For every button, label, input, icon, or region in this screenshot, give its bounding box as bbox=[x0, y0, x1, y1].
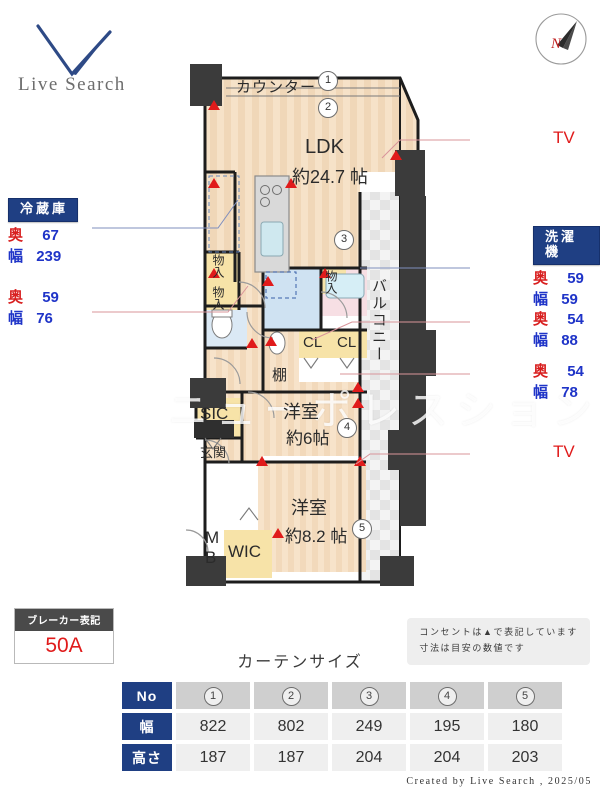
table-row-width: 幅 822 802 249 195 180 bbox=[122, 713, 562, 740]
curtain-no-5: 5 bbox=[515, 686, 535, 706]
callout-washer: 洗濯機 奥 59 幅 59 bbox=[533, 226, 600, 310]
curtain-no-cell: 2 bbox=[254, 682, 328, 709]
row-header-height: 高さ bbox=[122, 744, 172, 771]
washer-depth-key: 奥 bbox=[533, 269, 550, 287]
washer3-width-key: 幅 bbox=[533, 383, 550, 401]
wic-closet bbox=[224, 530, 272, 578]
curtain-height-4: 204 bbox=[410, 744, 484, 771]
curtain-width-1: 822 bbox=[176, 713, 250, 740]
curtain-no-cell: 3 bbox=[332, 682, 406, 709]
callout-fridge-title: 冷蔵庫 bbox=[8, 198, 79, 222]
curtain-width-3: 249 bbox=[332, 713, 406, 740]
column-top-left bbox=[190, 64, 222, 106]
callout-washer-title: 洗濯機 bbox=[533, 226, 600, 265]
floor-plan-drawing bbox=[185, 64, 436, 586]
logo-checkmark-icon bbox=[36, 24, 112, 77]
washer-depth-value: 59 bbox=[567, 269, 584, 287]
washer-width-value: 59 bbox=[561, 290, 578, 308]
curtain-no-1: 1 bbox=[203, 686, 223, 706]
breaker-value: 50A bbox=[45, 634, 83, 657]
note-line-1: コンセントは▲で表記しています bbox=[419, 627, 578, 637]
storage-closet-1 bbox=[205, 252, 239, 310]
callout-fridge: 冷蔵庫 奥 67 幅 239 bbox=[8, 198, 79, 267]
curtain-height-3: 204 bbox=[332, 744, 406, 771]
curtain-height-2: 187 bbox=[254, 744, 328, 771]
curtain-height-1: 187 bbox=[176, 744, 250, 771]
kitchen-unit bbox=[254, 175, 290, 273]
fridge2-depth-value: 59 bbox=[42, 289, 59, 306]
fridge-space bbox=[208, 175, 240, 253]
table-row-no: No 1 2 3 4 5 bbox=[122, 682, 562, 709]
washer2-width-value: 88 bbox=[561, 331, 578, 349]
table-row-height: 高さ 187 187 204 204 203 bbox=[122, 744, 562, 771]
fridge-depth-key: 奥 bbox=[8, 226, 25, 244]
outlet-markers bbox=[208, 100, 402, 538]
curtain-size-title: カーテンサイズ bbox=[237, 654, 363, 671]
fridge-width-key: 幅 bbox=[8, 247, 25, 265]
curtain-no-4: 4 bbox=[437, 686, 457, 706]
curtain-size-table: No 1 2 3 4 5 幅 822 802 249 195 180 高さ 18… bbox=[118, 678, 566, 775]
washer3-depth-value: 54 bbox=[567, 363, 584, 380]
washer-width-key: 幅 bbox=[533, 290, 550, 308]
curtain-no-3: 3 bbox=[359, 686, 379, 706]
logo-text: Live Search bbox=[18, 74, 126, 95]
callout-tv-bottom: TV bbox=[553, 442, 575, 461]
curtain-no-cell: 4 bbox=[410, 682, 484, 709]
column-bottom-left bbox=[186, 556, 226, 586]
curtain-no-2: 2 bbox=[281, 686, 301, 706]
callout-tv-top: TV bbox=[553, 128, 575, 147]
column-bottom-right bbox=[380, 556, 414, 586]
credit-text: Created by Live Search , 2025/05 bbox=[406, 776, 592, 787]
bedroom-8-floor bbox=[258, 462, 366, 572]
breaker-box: ブレーカー表記 50A bbox=[14, 608, 114, 664]
compass-north-label: N bbox=[550, 36, 562, 52]
cl-closets bbox=[299, 330, 367, 358]
curtain-width-2: 802 bbox=[254, 713, 328, 740]
washer2-depth-value: 54 bbox=[567, 311, 584, 328]
closet-markers bbox=[204, 357, 355, 521]
column-mid-right bbox=[400, 330, 436, 376]
legend-note: コンセントは▲で表記しています 寸法は目安の数値です bbox=[407, 618, 590, 665]
door-swings bbox=[185, 281, 348, 553]
curtain-height-5: 203 bbox=[488, 744, 562, 771]
logo: Live Search bbox=[10, 14, 180, 95]
row-header-width: 幅 bbox=[122, 713, 172, 740]
fridge-depth-value: 67 bbox=[42, 226, 59, 244]
curtain-width-5: 180 bbox=[488, 713, 562, 740]
bath-area bbox=[263, 268, 321, 330]
row-header-no: No bbox=[122, 682, 172, 709]
callout-fridge-second: 奥 59 幅 76 bbox=[8, 288, 59, 329]
curtain-width-4: 195 bbox=[410, 713, 484, 740]
note-line-2: 寸法は目安の数値です bbox=[419, 642, 526, 653]
washer2-width-key: 幅 bbox=[533, 331, 550, 349]
bathtub bbox=[325, 273, 365, 299]
washer3-depth-key: 奥 bbox=[533, 363, 550, 380]
callout-washer-third: 奥 54 幅 78 bbox=[533, 362, 584, 403]
curtain-no-cell: 1 bbox=[176, 682, 250, 709]
ldk-floor bbox=[205, 78, 418, 172]
column-lower-right bbox=[388, 430, 414, 470]
compass-icon: N bbox=[530, 8, 592, 70]
fridge2-width-value: 76 bbox=[36, 309, 53, 327]
callout-washer-second: 奥 54 幅 88 bbox=[533, 310, 584, 351]
callout-leader-lines bbox=[92, 139, 470, 465]
washer2-depth-key: 奥 bbox=[533, 311, 550, 328]
curtain-no-cell: 5 bbox=[488, 682, 562, 709]
column-left-mid bbox=[190, 378, 226, 408]
fridge-width-value: 239 bbox=[36, 247, 62, 265]
fridge2-depth-key: 奥 bbox=[8, 289, 25, 306]
breaker-header: ブレーカー表記 bbox=[15, 609, 113, 631]
fridge2-width-key: 幅 bbox=[8, 309, 25, 327]
column-left-low bbox=[194, 420, 234, 438]
washer3-width-value: 78 bbox=[561, 383, 578, 401]
